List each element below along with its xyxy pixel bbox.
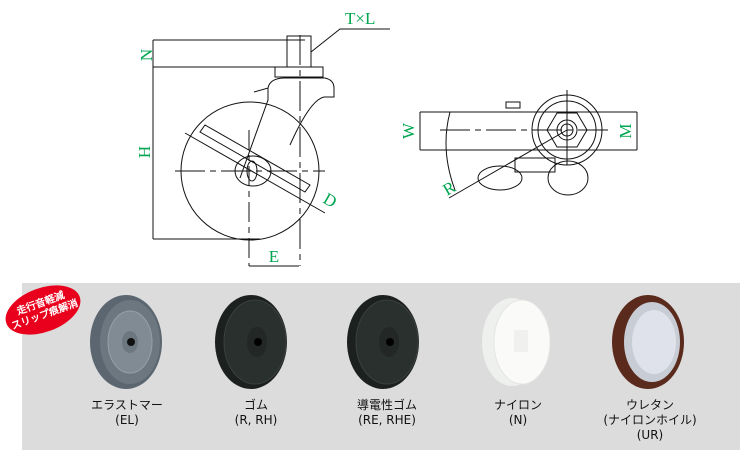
wheel-code: (N) <box>508 413 528 427</box>
side-view <box>152 28 390 267</box>
wheel-image-urethane <box>612 295 684 389</box>
label-m: M <box>616 123 635 138</box>
wheel-name: エラストマー <box>91 398 163 412</box>
wheel-code: (EL) <box>115 413 139 427</box>
label-w: W <box>399 122 418 139</box>
wheel-name: ゴム <box>243 398 268 412</box>
top-view <box>419 90 638 199</box>
caption-nylon: ナイロン (N) <box>448 398 588 428</box>
caption-rubber: ゴム (R, RH) <box>186 398 326 428</box>
wheel-name: ナイロン <box>493 398 542 412</box>
caption-urethane: ウレタン (ナイロンホイル) (UR) <box>580 398 720 443</box>
wheel-subtitle: (ナイロンホイル) <box>603 413 697 427</box>
wheel-code: (R, RH) <box>234 413 278 427</box>
wheel-name: 導電性ゴム <box>356 398 417 412</box>
label-r: R <box>440 177 460 199</box>
wheel-image-elastomer <box>90 295 162 389</box>
wheel-code: (RE, RHE) <box>358 413 416 427</box>
label-h: H <box>135 146 154 158</box>
label-n: N <box>137 49 156 61</box>
label-d: D <box>320 189 340 212</box>
wheel-image-rubber <box>215 295 287 389</box>
label-txl: T×L <box>345 9 375 28</box>
caster-dimension-drawing: T×L N H D E W M R <box>135 9 638 267</box>
wheel-name: ウレタン <box>625 398 674 412</box>
wheel-code: (UR) <box>636 428 664 442</box>
label-e: E <box>269 247 279 266</box>
caption-conductive-rubber: 導電性ゴム (RE, RHE) <box>317 398 457 428</box>
wheel-image-nylon <box>482 298 551 386</box>
caption-elastomer: エラストマー (EL) <box>57 398 197 428</box>
wheel-image-conductive-rubber <box>347 295 419 389</box>
